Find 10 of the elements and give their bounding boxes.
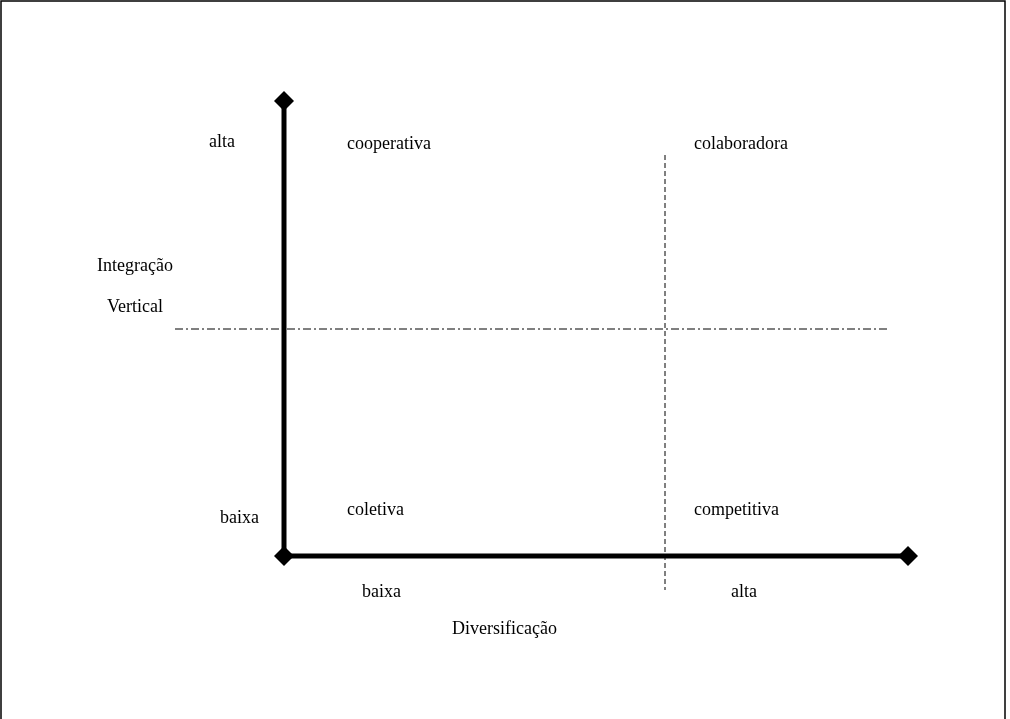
axis-label: baixa (362, 580, 401, 602)
axis-title: Diversificação (452, 617, 557, 639)
quadrant-label: competitiva (694, 498, 779, 520)
quadrant-label: cooperativa (347, 132, 431, 154)
axis-label: alta (731, 580, 757, 602)
axis-label: baixa (220, 506, 259, 528)
axis-label: alta (209, 130, 235, 152)
axis-title: Integração Vertical (96, 254, 174, 318)
quadrant-label: colaboradora (694, 132, 788, 154)
quadrant-label: coletiva (347, 498, 404, 520)
